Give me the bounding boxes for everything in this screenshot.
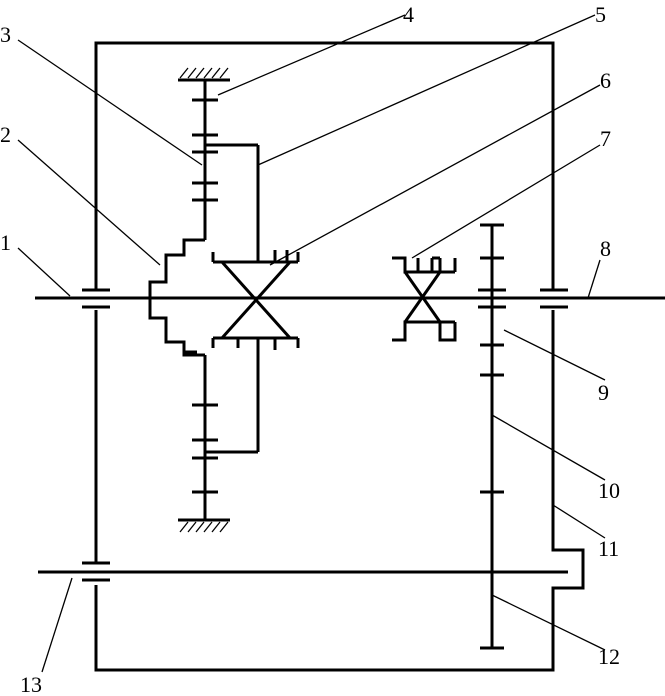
leader-lines: [17, 14, 606, 673]
label-4: 4: [403, 2, 414, 27]
label-5: 5: [595, 2, 606, 27]
label-8: 8: [600, 236, 611, 261]
label-7: 7: [600, 126, 611, 151]
upper-ground-hatch: [178, 67, 230, 82]
output-gear-stack: [480, 223, 504, 650]
synchronizer-6: [211, 250, 300, 350]
countershaft: [38, 561, 568, 582]
label-12: 12: [598, 644, 620, 669]
label-6: 6: [600, 68, 611, 93]
label-13: 13: [20, 672, 42, 696]
label-9: 9: [598, 380, 609, 405]
housing-frame: [94, 41, 585, 672]
label-10: 10: [598, 478, 620, 503]
label-2: 2: [0, 122, 11, 147]
planet-carrier: [148, 238, 205, 357]
label-1: 1: [0, 230, 11, 255]
upper-planet-stack: [192, 80, 260, 262]
part-labels: 1 2 3 4 5 6 7 8 9 10 11 12 13: [0, 2, 620, 696]
synchronizer-7: [392, 256, 457, 342]
lower-planet-stack: [192, 338, 260, 520]
label-3: 3: [0, 22, 11, 47]
lower-ground-hatch: [178, 518, 230, 533]
label-11: 11: [598, 536, 619, 561]
